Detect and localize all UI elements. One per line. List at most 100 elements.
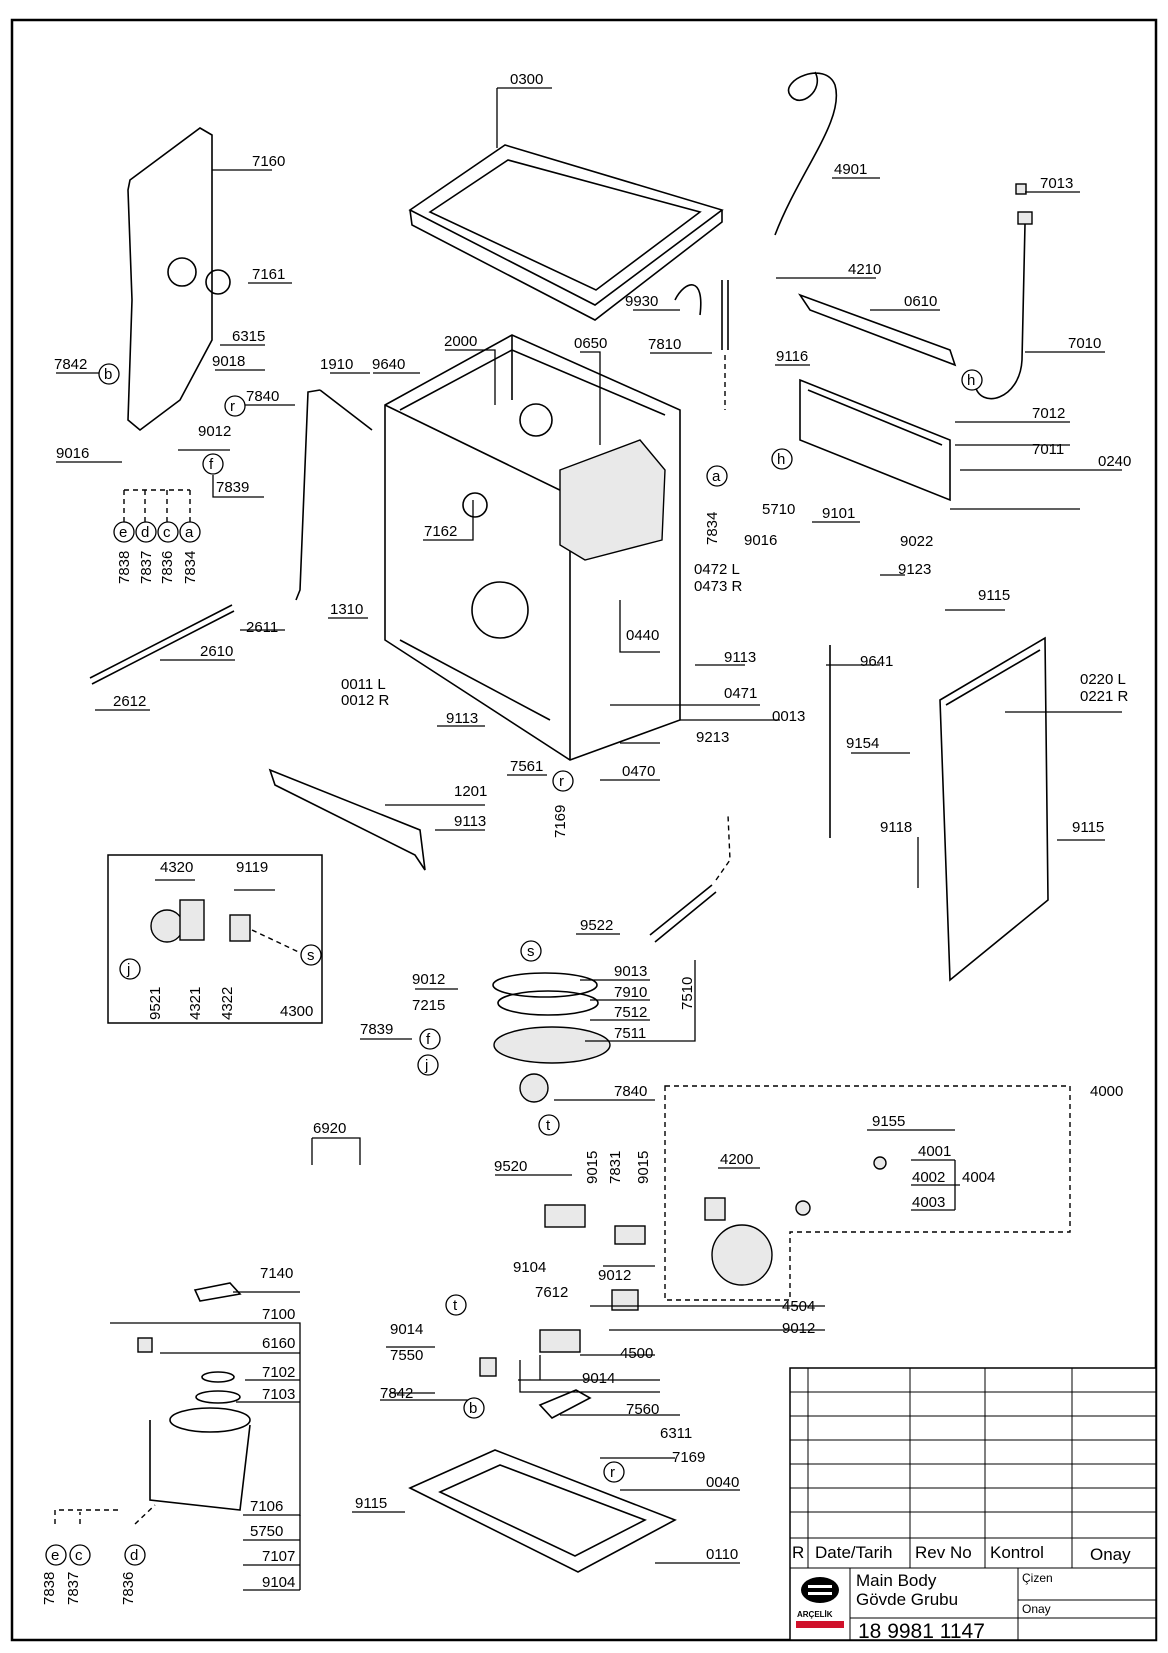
part-label: 7837: [65, 1572, 82, 1605]
rev-header-date: Date/Tarih: [815, 1543, 892, 1562]
part-label: 7910: [614, 984, 647, 1001]
part-label: 9154: [846, 735, 879, 752]
part-label: 9520: [494, 1158, 527, 1175]
leader-lines: [54, 87, 1122, 1591]
part-label: 7842: [380, 1385, 413, 1402]
tub-frame-part: [384, 334, 681, 761]
marker-j: j: [417, 1054, 439, 1076]
svg-text:e: e: [51, 1547, 59, 1564]
part-label: 7011: [1032, 441, 1064, 458]
svg-text:r: r: [610, 1464, 615, 1481]
part-label: 9119: [236, 859, 268, 876]
part-label: 7161: [252, 266, 285, 283]
part-label: 7013: [1040, 175, 1073, 192]
marker-k: r: [224, 395, 246, 417]
part-label: 4200: [720, 1151, 753, 1168]
svg-text:d: d: [130, 1547, 138, 1564]
part-label: 7836: [120, 1572, 137, 1605]
marker-r: r: [552, 770, 574, 792]
part-label: 9641: [860, 653, 893, 670]
part-label: 4210: [848, 261, 881, 278]
part-label: 0110: [706, 1546, 738, 1563]
marker-a: a: [179, 521, 201, 543]
part-label: 0012 R: [341, 692, 390, 709]
part-label: 7561: [510, 758, 543, 775]
part-label: 9155: [872, 1113, 905, 1130]
part-label: 9101: [822, 505, 855, 522]
drawing-frame: [10, 18, 1158, 1642]
svg-text:c: c: [75, 1547, 83, 1564]
side-panel-right-part: [939, 636, 1049, 982]
part-label: 0013: [772, 708, 805, 725]
part-label: 7810: [648, 336, 681, 353]
part-label: 9113: [724, 649, 756, 666]
part-label: 7836: [159, 551, 176, 584]
part-label: 9521: [147, 987, 164, 1020]
svg-text:r: r: [559, 773, 564, 790]
water-softener-part: [137, 1282, 251, 1511]
lower-strip-part: [89, 604, 235, 685]
reference-markers: b r f e d c a a h h r s s j f j t t b r …: [45, 363, 983, 1566]
part-label: 9104: [513, 1259, 546, 1276]
svg-text:j: j: [126, 961, 130, 978]
marker-a: a: [706, 465, 728, 487]
part-label: 4000: [1090, 1083, 1123, 1100]
svg-text:s: s: [307, 947, 315, 964]
marker-c: c: [69, 1544, 91, 1566]
onay-label: Onay: [1022, 1602, 1051, 1616]
part-label: 9022: [900, 533, 933, 550]
part-label: 9213: [696, 729, 729, 746]
marker-c: c: [157, 521, 179, 543]
part-label: 7831: [607, 1151, 624, 1184]
marker-b: b: [463, 1397, 485, 1419]
part-label: 9118: [880, 819, 912, 836]
part-label: 9012: [412, 971, 445, 988]
part-label: 7842: [54, 356, 87, 373]
overflow-tube-part: [674, 280, 729, 410]
part-label: 7010: [1068, 335, 1101, 352]
svg-text:d: d: [141, 524, 149, 541]
part-label: 6920: [313, 1120, 346, 1137]
part-label: 0011 L: [341, 676, 386, 693]
rev-header-r: R: [792, 1543, 804, 1562]
svg-text:b: b: [104, 366, 112, 383]
part-label: 9018: [212, 353, 245, 370]
part-label: 9013: [614, 963, 647, 980]
part-label: 9113: [454, 813, 486, 830]
part-label: 4320: [160, 859, 193, 876]
part-label: 7215: [412, 997, 445, 1014]
svg-text:f: f: [426, 1031, 431, 1048]
part-label: 9012: [782, 1320, 815, 1337]
part-label: 9116: [776, 348, 808, 365]
part-label: 4002: [912, 1169, 945, 1186]
part-label: 7106: [250, 1498, 283, 1515]
part-label: 2000: [444, 333, 477, 350]
part-label: 0300: [510, 71, 543, 88]
svg-text:r: r: [230, 398, 235, 415]
svg-text:a: a: [712, 468, 721, 485]
part-label: 7840: [614, 1083, 647, 1100]
rev-header-onay: Onay: [1090, 1545, 1131, 1564]
part-label: 4004: [962, 1169, 995, 1186]
part-label: 7838: [116, 551, 133, 584]
part-label: 0471: [724, 685, 757, 702]
part-label: 0440: [626, 627, 659, 644]
part-label: 7512: [614, 1004, 647, 1021]
part-label: 0610: [904, 293, 937, 310]
part-label: 7100: [262, 1306, 295, 1323]
svg-text:f: f: [209, 456, 214, 473]
cizen-label: Çizen: [1022, 1571, 1053, 1585]
part-label: 7511: [614, 1025, 646, 1042]
part-label: 0221 R: [1080, 688, 1129, 705]
marker-b: b: [98, 363, 120, 385]
part-label: 2611: [246, 619, 278, 636]
part-label: 7834: [704, 512, 721, 545]
svg-text:e: e: [119, 524, 127, 541]
part-label: 7107: [262, 1548, 295, 1565]
base-tray-part: [408, 1389, 677, 1573]
part-label: 7837: [138, 551, 155, 584]
inlet-hose-part: [974, 183, 1033, 400]
part-label: 9113: [446, 710, 478, 727]
marker-f: f: [419, 1028, 441, 1050]
